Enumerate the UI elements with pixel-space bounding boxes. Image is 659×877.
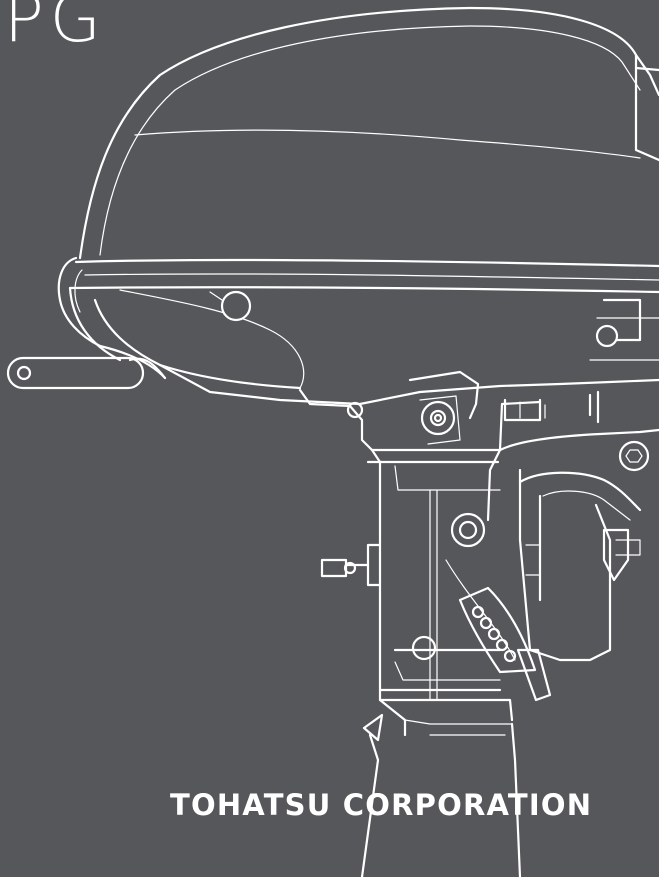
engine-cowling: [68, 6, 659, 294]
lower-leg: [360, 713, 522, 877]
clamp-bracket: [498, 428, 659, 662]
drive-shaft-housing: [320, 448, 514, 737]
carry-handle: [6, 256, 167, 390]
engine-midsection-top: [298, 370, 600, 452]
lower-cowling: [68, 286, 659, 406]
brand-name: TOHATSU CORPORATION: [170, 788, 593, 822]
cover-title-fragment: PG: [4, 0, 107, 57]
tilt-plate: [445, 512, 552, 702]
